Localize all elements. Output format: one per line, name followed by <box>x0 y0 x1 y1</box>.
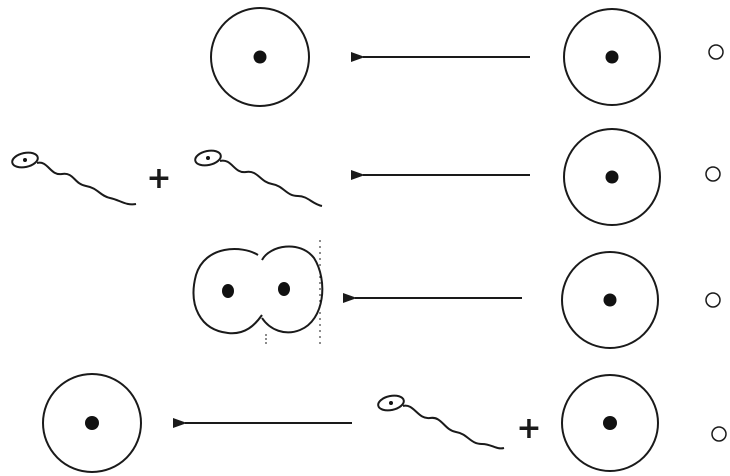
nucleus-icon <box>605 170 619 184</box>
option-circle-icon[interactable] <box>705 166 721 182</box>
row-3-dividing-cell-icon <box>192 240 324 344</box>
row-4-result-cell-icon <box>42 373 142 473</box>
row-4-sperm-icon <box>377 394 505 450</box>
nucleus-icon <box>605 50 619 64</box>
row-2-plus-sign: + <box>146 161 171 196</box>
nucleus-icon <box>253 50 267 64</box>
row-1-result-cell-icon <box>210 7 310 107</box>
option-circle-icon[interactable] <box>705 292 721 308</box>
option-circle-icon[interactable] <box>708 44 724 60</box>
nucleus-icon <box>278 282 290 296</box>
nucleus-icon <box>603 416 617 430</box>
row-4-plus-sign: + <box>516 411 541 446</box>
option-circle-icon[interactable] <box>711 426 727 442</box>
row-2-source-cell-icon <box>563 128 661 226</box>
row-2-sperm-2-icon <box>194 149 323 207</box>
nucleus-icon <box>222 284 234 298</box>
row-1-source-cell-icon <box>563 8 661 106</box>
row-3-source-cell-icon <box>561 251 659 349</box>
nucleus-icon <box>85 416 99 430</box>
row-2-sperm-1-icon <box>11 151 137 206</box>
row-1 <box>210 7 724 107</box>
nucleus-icon <box>603 293 617 307</box>
row-2: + <box>11 128 721 226</box>
row-4: + <box>42 373 727 473</box>
row-3 <box>192 240 721 349</box>
row-4-source-cell-icon <box>561 374 659 472</box>
